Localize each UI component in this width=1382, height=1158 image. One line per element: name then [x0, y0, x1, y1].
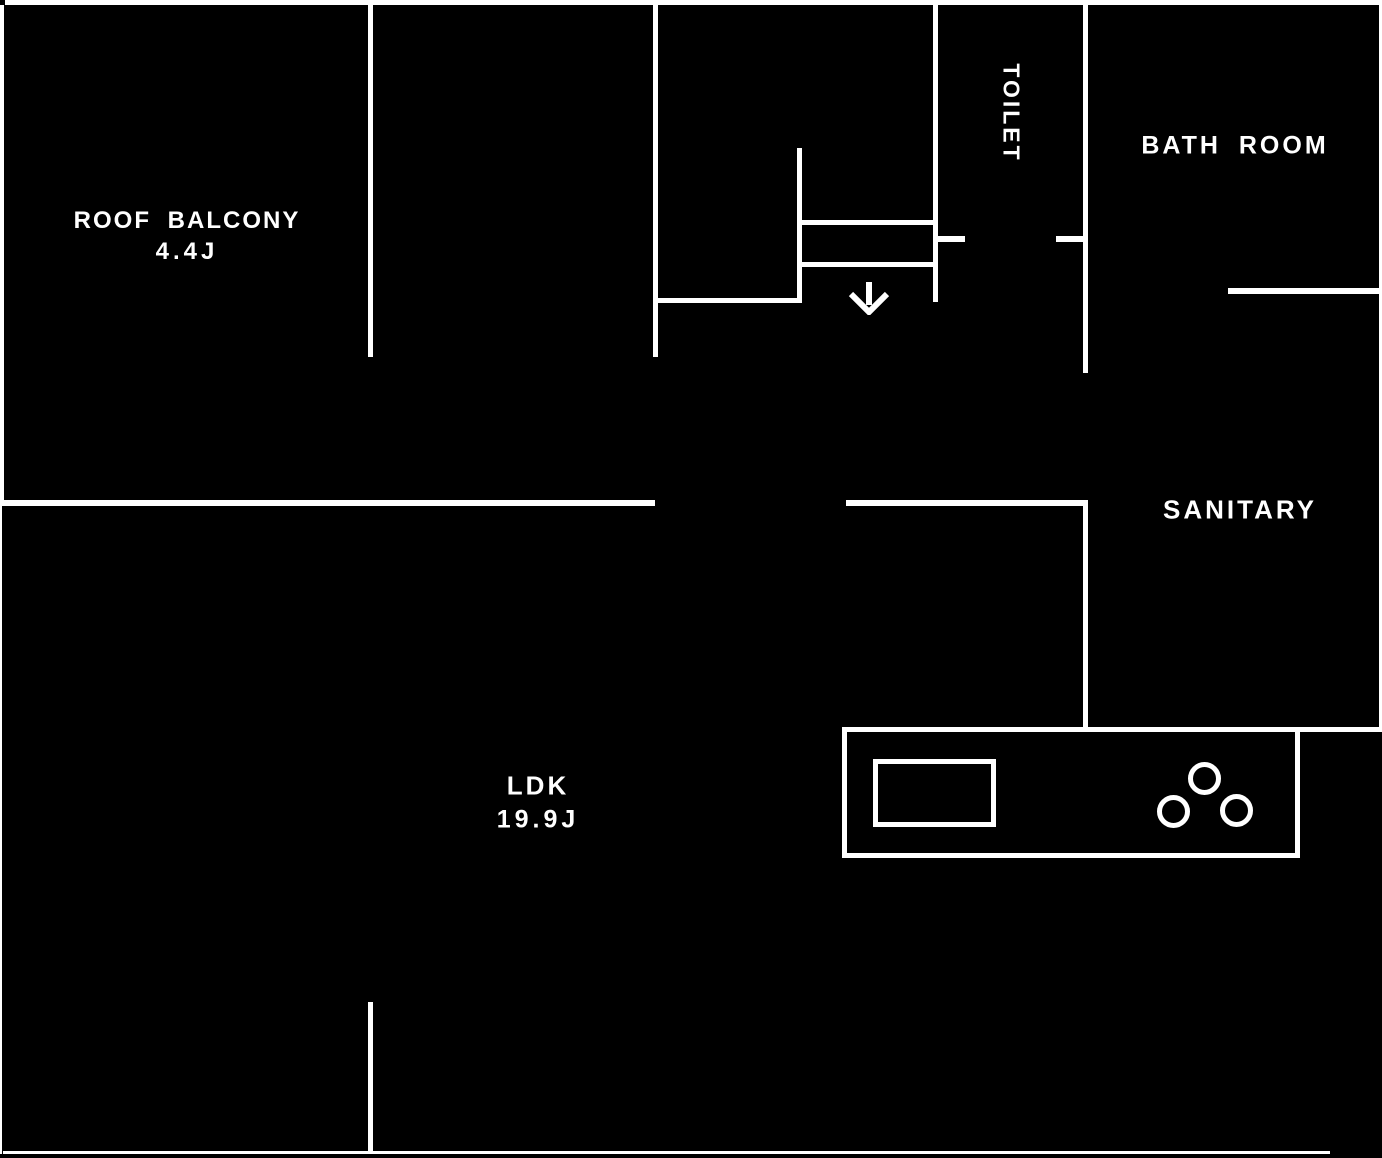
ldk-area: 19.9J — [496, 805, 580, 834]
bath-room-label: BATH ROOM — [1141, 131, 1329, 160]
wall-stairwell-bottom — [653, 298, 802, 303]
wall-stair-landing-bottom — [797, 262, 938, 267]
wall-left-border-lower — [0, 506, 2, 1154]
wall-stairwell-left — [653, 5, 658, 357]
roof-balcony-area: 4.4J — [155, 238, 219, 265]
wall-middle-left — [0, 500, 655, 506]
sanitary-label: SANITARY — [1163, 494, 1317, 525]
wall-stairwell-inner — [797, 148, 802, 303]
wall-roof-balcony-right — [368, 5, 373, 357]
wall-ldk-bottom-divider — [368, 1002, 373, 1153]
wall-stair-landing-top — [797, 220, 938, 225]
wall-middle-right — [846, 500, 1088, 506]
ldk-label: LDK — [506, 770, 570, 801]
wall-sanitary-left — [1083, 502, 1088, 731]
roof-balcony-label: ROOF BALCONY — [73, 207, 301, 234]
wall-bath-room-bottom — [1228, 288, 1382, 294]
wall-kitchen-top — [842, 727, 1382, 732]
wall-bottom-border — [3, 1151, 1330, 1154]
kitchen-counter-bottom-edge — [842, 853, 1300, 858]
stove-burner-top — [1188, 762, 1221, 795]
door-jamb-toilet-right — [1056, 236, 1083, 242]
stove-burner-left — [1157, 795, 1190, 828]
stairs-down-arrow-icon — [845, 275, 893, 317]
kitchen-sink — [873, 759, 996, 827]
kitchen-counter-left-edge — [842, 727, 847, 858]
kitchen-counter-right-edge — [1295, 727, 1300, 858]
wall-left-border-upper — [0, 5, 4, 506]
toilet-label: TOILET — [998, 63, 1025, 163]
wall-top-border — [5, 0, 1382, 5]
door-jamb-toilet-left — [938, 236, 965, 242]
wall-right-border — [1379, 5, 1382, 731]
wall-toilet-bath-divider — [1083, 5, 1088, 373]
wall-stairwell-right — [933, 5, 938, 302]
stove-burner-right — [1220, 794, 1253, 827]
